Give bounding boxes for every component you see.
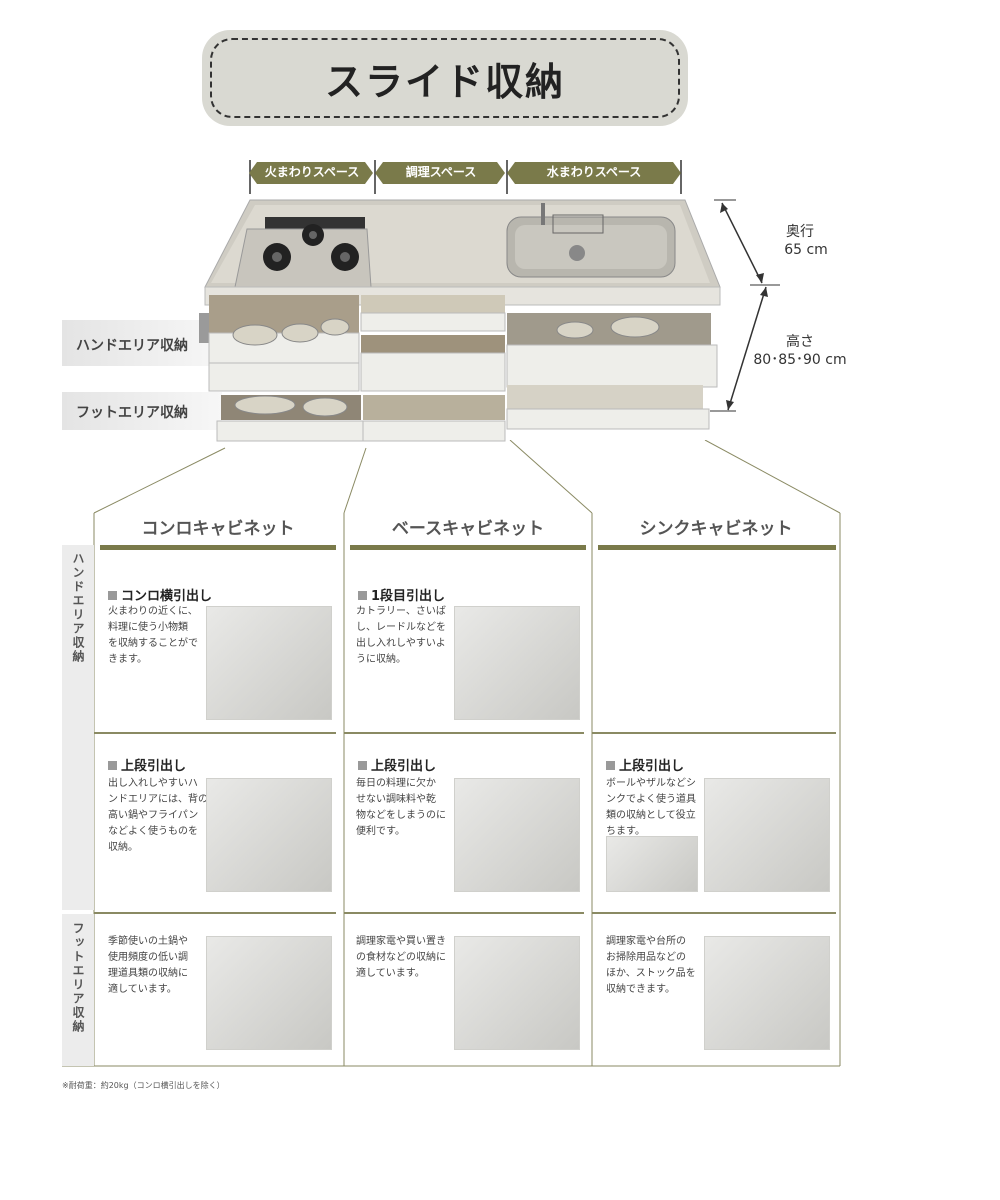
col-bar-sink <box>598 545 836 550</box>
col-head-sink: シンクキャビネット <box>639 519 793 539</box>
row-sep <box>592 912 836 914</box>
cell-text-konro-foot: 季節使いの土鍋や使用頻度の低い調理道具類の収納に適しています。 <box>108 936 188 995</box>
photo-sink-upper <box>704 778 830 892</box>
height-value: 80･85･90 cm <box>753 352 847 368</box>
footnote: ※耐荷重：約20kg（コンロ横引出しを除く） <box>62 1081 225 1090</box>
photo-base-foot <box>454 936 580 1050</box>
page-title: スライド収納 <box>210 38 680 118</box>
zone-label-fire: 火まわりスペース <box>264 165 360 179</box>
title-box: スライド収納 <box>202 30 688 126</box>
row-label-foot: フットエリア収納 <box>71 922 85 1034</box>
cell-head-base-first: 1段目引出し <box>358 585 445 604</box>
photo-sink-foot <box>704 936 830 1050</box>
row-sep <box>344 732 584 734</box>
side-label-hand: ハンドエリア収納 <box>76 338 188 354</box>
col-head-konro: コンロキャビネット <box>141 519 295 539</box>
foot-band <box>62 392 222 430</box>
cell-text-sink-upper: ボールやザルなどシンクでよく使う道具類の収納として役立ちます。 <box>606 778 696 837</box>
zone-label-water: 水まわりスペース <box>546 165 642 179</box>
depth-value: 65 cm <box>784 242 828 258</box>
col-head-base: ベースキャビネット <box>391 519 545 539</box>
photo-konro-upper <box>206 778 332 892</box>
column-frame <box>62 440 841 1067</box>
cell-text-sink-foot: 調理家電や台所のお掃除用品などのほか、ストック品を収納できます。 <box>606 936 696 995</box>
dimension-arrows <box>710 199 780 412</box>
cell-text-base-upper: 毎日の料理に欠かせない調味料や乾物などをしまうのに便利です。 <box>356 778 446 837</box>
cell-text-base-first: カトラリー、さいばし、レードルなどを出し入れしやすいように収納。 <box>356 606 446 665</box>
cell-head-konro-upper: 上段引出し <box>108 755 186 774</box>
cell-head-konro-side: コンロ横引出し <box>108 585 212 604</box>
side-label-foot: フットエリア収納 <box>76 405 188 421</box>
photo-base-upper <box>454 778 580 892</box>
cell-text-konro-side: 火まわりの近くに、料理に使う小物類を収納することができます。 <box>108 606 198 665</box>
hand-band <box>62 320 222 366</box>
col-bar-konro <box>100 545 336 550</box>
row-sep <box>94 912 336 914</box>
cell-text-konro-upper: 出し入れしやすいハンドエリアには、背の高い鍋やフライパンなどよく使うものを収納。 <box>108 778 208 853</box>
cell-head-base-upper: 上段引出し <box>358 755 436 774</box>
zone-arrows <box>249 160 682 194</box>
photo-konro-foot <box>206 936 332 1050</box>
photo-sink-upper-small <box>606 836 698 892</box>
zone-arrow-water <box>507 162 681 184</box>
row-band-hand <box>62 545 94 910</box>
photo-konro-side <box>206 606 332 720</box>
zone-arrow-cook <box>375 162 505 184</box>
row-sep <box>592 732 836 734</box>
depth-label: 奥行 <box>786 224 814 240</box>
zone-label-cook: 調理スペース <box>405 165 477 179</box>
row-sep <box>344 912 584 914</box>
row-label-hand: ハンドエリア収納 <box>71 552 85 664</box>
row-sep <box>94 732 336 734</box>
col-bar-base <box>350 545 586 550</box>
height-label: 高さ <box>786 334 814 350</box>
kitchen-illustration <box>199 199 721 442</box>
cell-head-sink-upper: 上段引出し <box>606 755 684 774</box>
zone-arrow-fire <box>249 162 373 184</box>
row-band-foot <box>62 914 94 1066</box>
photo-base-first <box>454 606 580 720</box>
cell-text-base-foot: 調理家電や買い置きの食材などの収納に適しています。 <box>356 936 446 979</box>
